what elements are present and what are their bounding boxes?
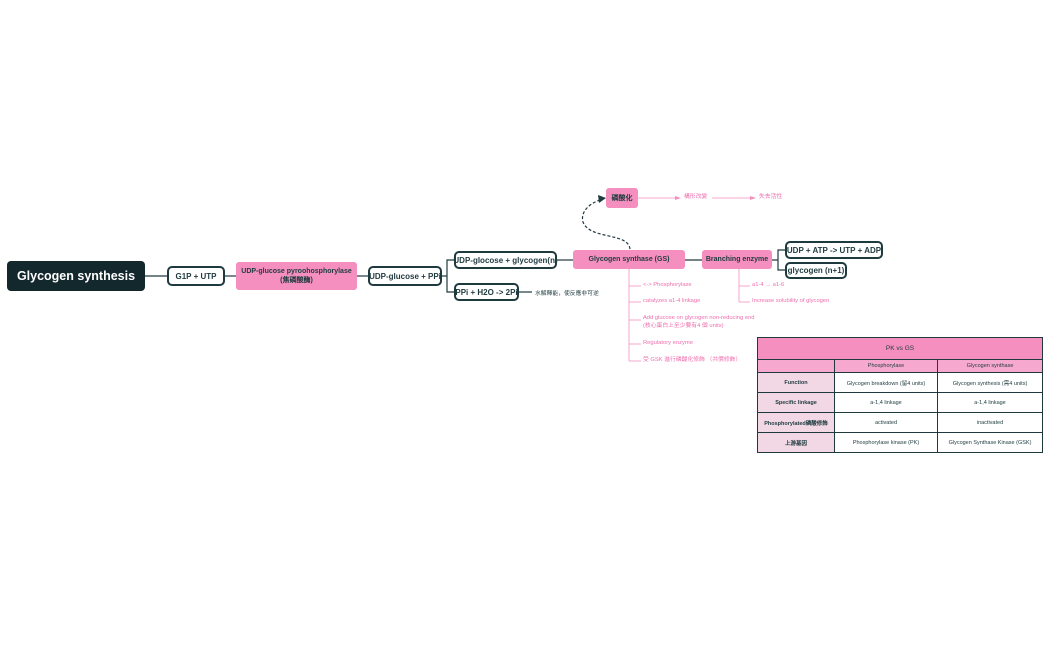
branching-enzyme-node[interactable]: Branching enzyme <box>702 250 772 269</box>
table-row-label: Specific linkage <box>757 392 835 413</box>
enzyme-name: UDP-glucose pyroohosphorylase <box>241 267 352 275</box>
glycogen-n1-node[interactable]: glycogen (n+1) <box>785 262 847 279</box>
comparison-table: PK vs GS Phosphorylase Glycogen synthase… <box>757 337 1043 453</box>
table-cell: Glycogen breakdown (留4 units) <box>834 372 938 393</box>
table-row: Phosphorylated磷酸修飾 activated inactivated <box>757 412 1043 433</box>
conformation-change-text: 構形改變 <box>684 194 708 200</box>
gs-note-line: (核心蛋白上至少要有4 個 units) <box>643 322 724 329</box>
table-cell: a-1,4 linkage <box>834 392 938 413</box>
table-title: PK vs GS <box>757 337 1043 360</box>
table-header-cell: Glycogen synthase <box>937 359 1043 373</box>
table-cell: a-1,4 linkage <box>937 392 1043 413</box>
ppi-hydrolysis-node[interactable]: PPi + H2O -> 2Pi <box>454 283 519 301</box>
table-row: Function Glycogen breakdown (留4 units) G… <box>757 372 1043 393</box>
table-cell: inactivated <box>937 412 1043 433</box>
gs-note: catalyzes a1-4 linkage <box>643 298 701 304</box>
table-cell: activated <box>834 412 938 433</box>
enzyme-name-zh: (焦磷酸酶) <box>280 277 313 284</box>
table-cell: Glycogen synthesis (需4 units) <box>937 372 1043 393</box>
branch-note: Increase solubility of glycogen <box>752 298 830 304</box>
table-row: 上游基因 Phosphorylase kinase (PK) Glycogen … <box>757 432 1043 453</box>
table-header-cell: Phosphorylase <box>834 359 938 373</box>
table-cell: Phosphorylase kinase (PK) <box>834 432 938 453</box>
table-header-cell <box>757 359 835 373</box>
hydrolysis-note: 水解釋能，使反應非可逆 <box>535 291 599 297</box>
table-row-label: 上游基因 <box>757 432 835 453</box>
table-row-label: Phosphorylated磷酸修飾 <box>757 412 835 433</box>
table-row-label: Function <box>757 372 835 393</box>
glycogen-synthase-node[interactable]: Glycogen synthase (GS) <box>573 250 685 269</box>
phosphorylation-node[interactable]: 磷酸化 <box>606 188 638 208</box>
gs-note: Regulatory enzyme <box>643 340 693 346</box>
table-row: Specific linkage a-1,4 linkage a-1,4 lin… <box>757 392 1043 413</box>
gs-note-line: Add glucose on glycogen non-reducing end <box>643 315 755 321</box>
gs-note: 受 GSK 進行磷酸化修飾 （共價修飾） <box>643 357 742 363</box>
udp-glucose-glycogen-node[interactable]: UDP-glocose + glycogen(n) <box>453 251 558 269</box>
gs-note: <-> Phosphorylase <box>643 282 692 288</box>
g1p-utp-node[interactable]: G1P + UTP <box>167 266 225 286</box>
table-cell: Glycogen Synthase Kinase (GSK) <box>937 432 1043 453</box>
udp-glucose-ppi-node[interactable]: UDP-glucose + PPi <box>368 266 442 286</box>
branch-note: a1-4 → a1-6 <box>752 282 785 288</box>
udp-glucose-pyrophosphorylase-node[interactable]: UDP-glucose pyroohosphorylase (焦磷酸酶) <box>236 262 357 290</box>
udp-atp-node[interactable]: UDP + ATP -> UTP + ADP <box>785 241 883 259</box>
gs-note: Add glucose on glycogen non-reducing end… <box>643 315 755 331</box>
root-node[interactable]: Glycogen synthesis <box>7 261 145 291</box>
lose-activity-text: 失去活性 <box>759 194 783 200</box>
